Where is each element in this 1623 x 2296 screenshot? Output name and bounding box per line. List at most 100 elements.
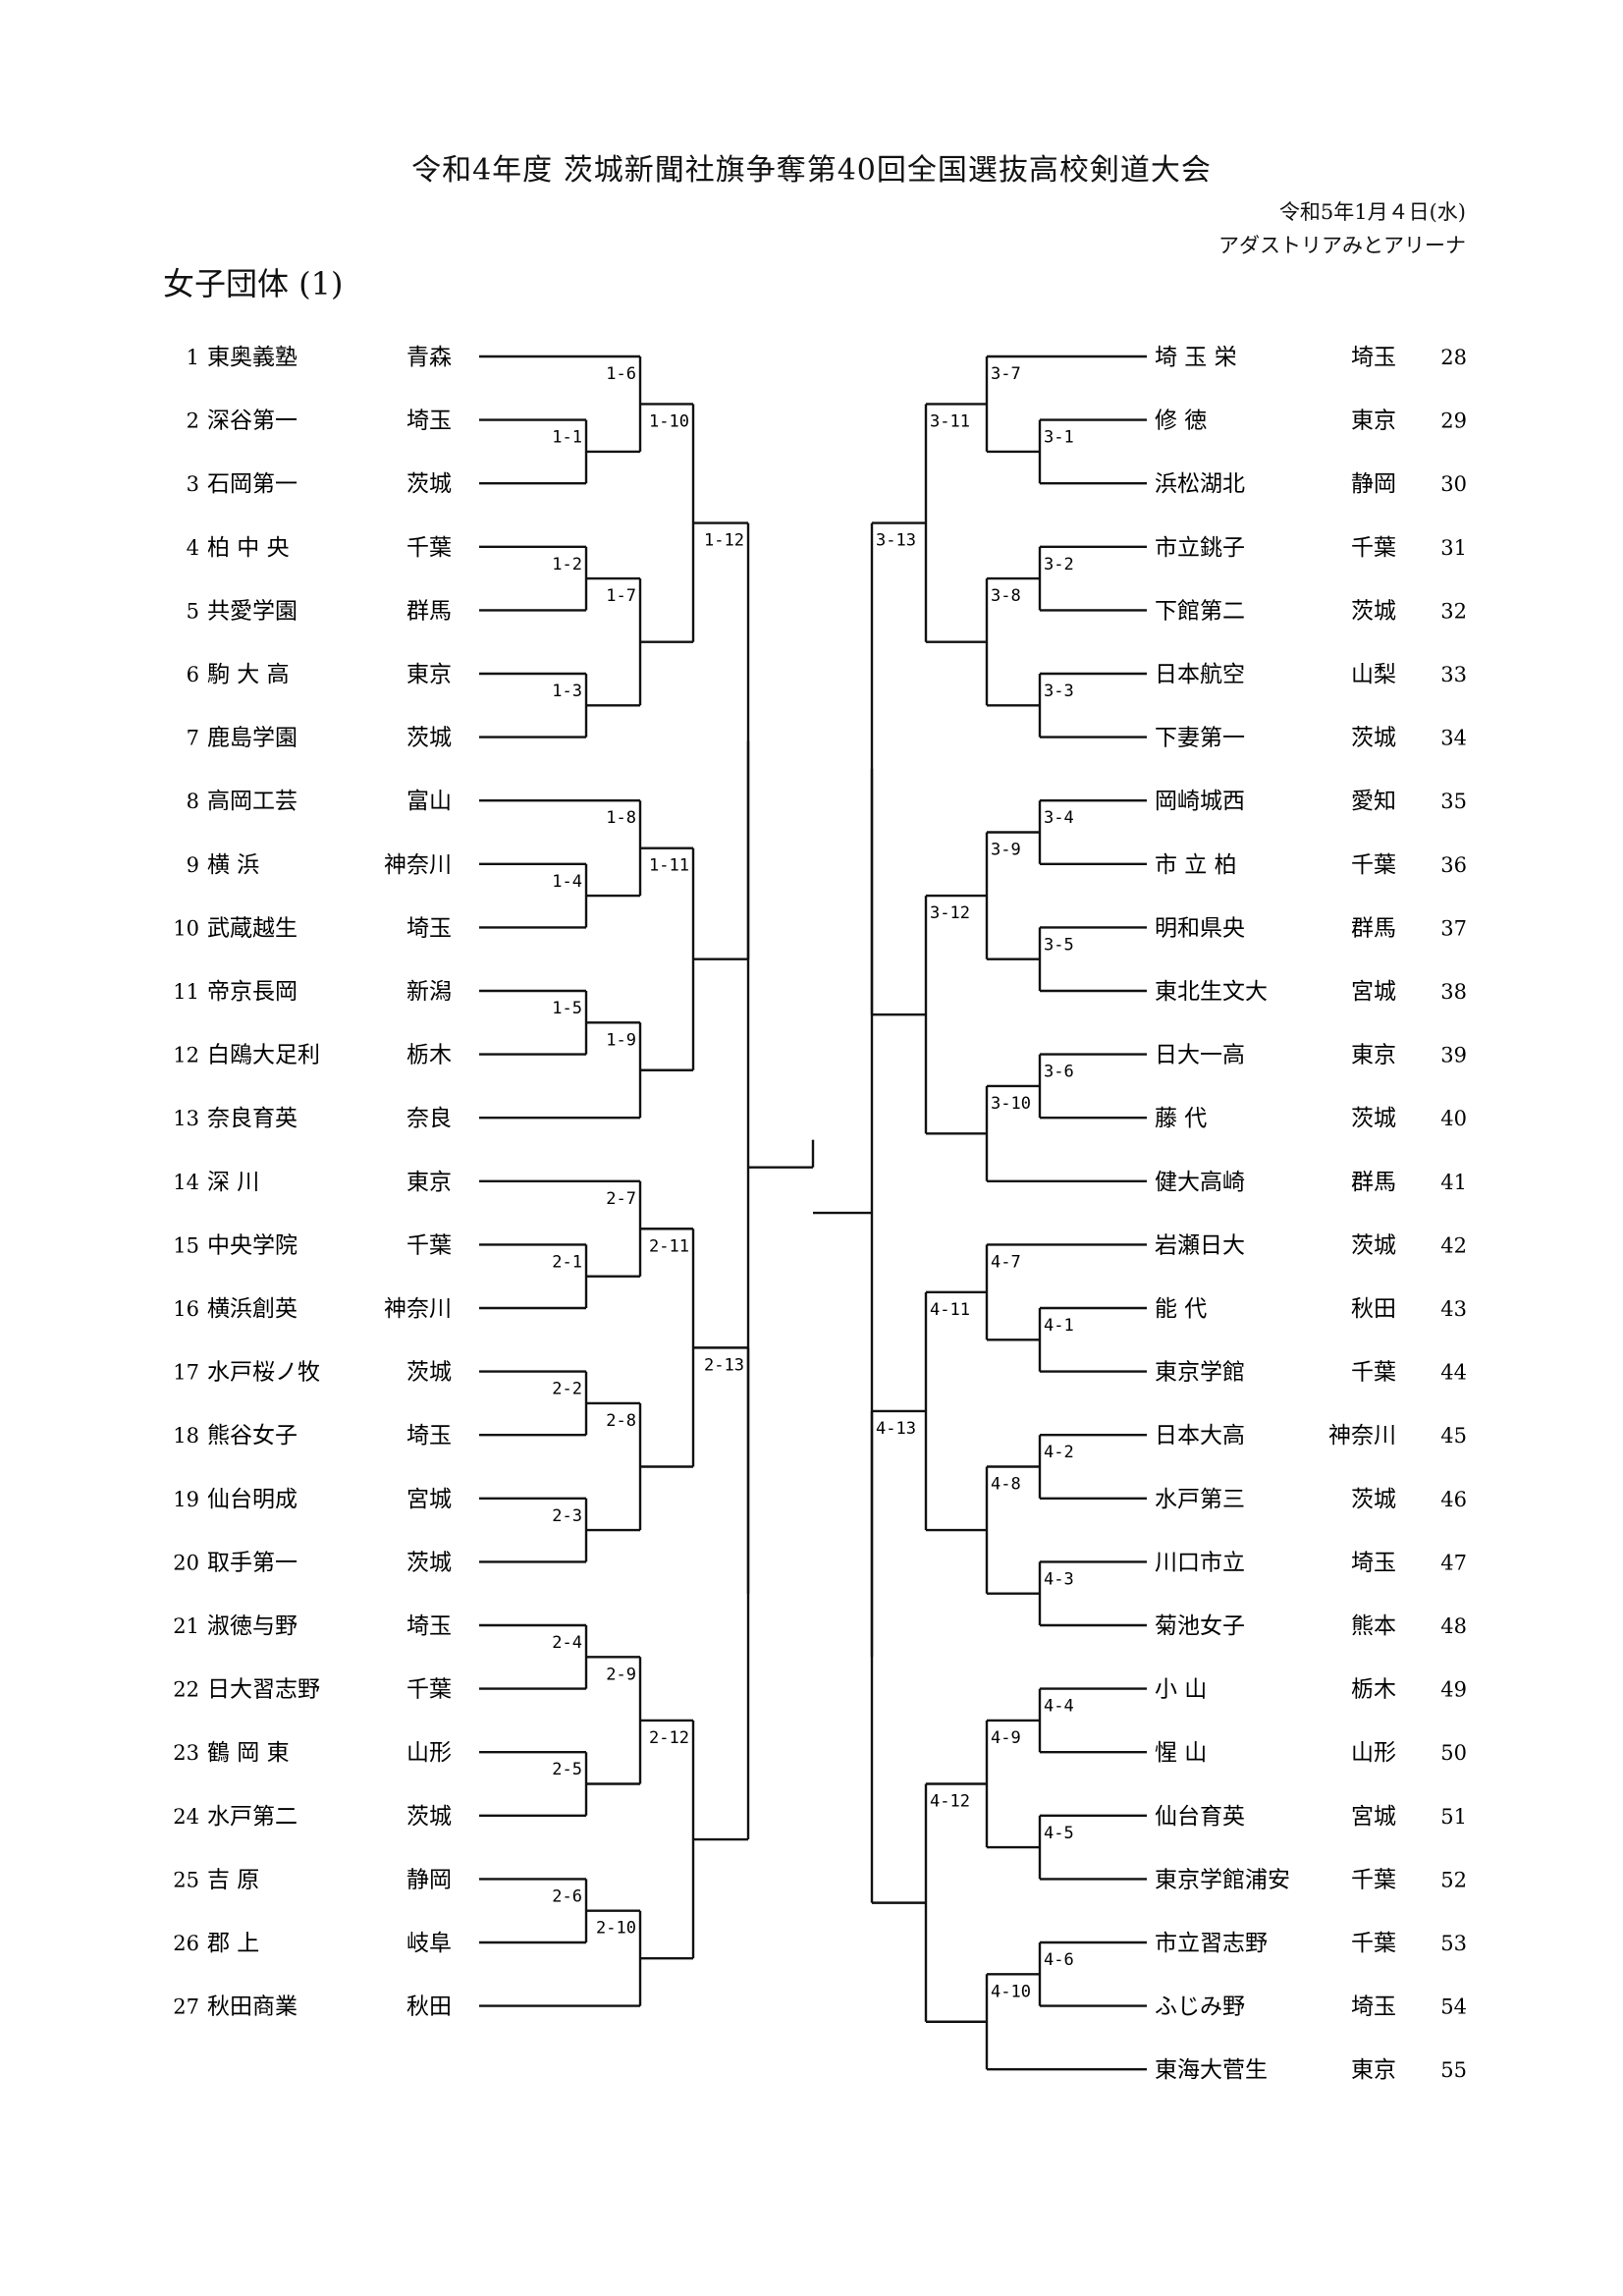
match-label: 2-5 — [552, 1760, 582, 1779]
team-number: 30 — [1440, 472, 1467, 496]
team-prefecture: 茨城 — [406, 1360, 452, 1386]
match-label: 3-4 — [1044, 808, 1074, 828]
match-label: 3-12 — [930, 903, 970, 923]
team-number: 48 — [1440, 1614, 1467, 1638]
team-prefecture: 千葉 — [1351, 1931, 1396, 1956]
team-prefecture: 茨城 — [406, 726, 452, 751]
team-prefecture: 東京 — [1351, 409, 1396, 434]
team-name: 鶴 岡 東 — [207, 1740, 290, 1766]
team-number: 45 — [1440, 1424, 1467, 1448]
team-number: 53 — [1440, 1932, 1467, 1955]
team-prefecture: 山梨 — [1351, 662, 1396, 687]
match-label: 4-13 — [876, 1419, 916, 1439]
team-name: 菊池女子 — [1155, 1613, 1245, 1639]
team-name: 日大習志野 — [207, 1677, 320, 1703]
match-label: 3-11 — [930, 411, 970, 431]
team-number: 49 — [1440, 1678, 1467, 1702]
team-prefecture: 埼玉 — [406, 915, 452, 941]
match-label: 4-2 — [1044, 1443, 1074, 1462]
team-prefecture: 茨城 — [1351, 1487, 1396, 1512]
team-name: 水戸第三 — [1155, 1487, 1245, 1512]
team-name: 駒 大 高 — [207, 662, 290, 687]
team-prefecture: 神奈川 — [1328, 1423, 1396, 1449]
team-name: 健大高崎 — [1155, 1170, 1245, 1195]
match-label: 2-13 — [704, 1355, 744, 1375]
team-number: 24 — [173, 1805, 199, 1829]
match-label: 1-7 — [606, 586, 636, 606]
team-prefecture: 千葉 — [1351, 852, 1396, 878]
team-name: 淑徳与野 — [207, 1613, 298, 1639]
team-prefecture: 熊本 — [1351, 1613, 1396, 1639]
team-name: 仙台明成 — [207, 1487, 298, 1512]
team-prefecture: 茨城 — [406, 1550, 452, 1575]
team-number: 12 — [173, 1044, 199, 1067]
match-label: 4-1 — [1044, 1316, 1074, 1336]
match-label: 1-9 — [606, 1030, 636, 1050]
match-label: 1-1 — [552, 428, 582, 448]
team-prefecture: 千葉 — [406, 535, 452, 561]
match-label: 1-10 — [649, 411, 689, 431]
match-label: 3-13 — [876, 531, 916, 551]
match-label: 3-1 — [1044, 428, 1074, 448]
match-label: 2-3 — [552, 1506, 582, 1526]
team-number: 52 — [1440, 1868, 1467, 1891]
team-name: 石岡第一 — [207, 471, 298, 497]
team-number: 8 — [187, 790, 199, 813]
team-number: 29 — [1440, 410, 1467, 433]
match-label: 2-1 — [552, 1252, 582, 1272]
team-name: 埼 玉 栄 — [1155, 345, 1237, 370]
team-name: 市 立 柏 — [1155, 852, 1237, 878]
team-prefecture: 秋田 — [406, 1995, 452, 2020]
match-label: 2-9 — [606, 1665, 636, 1684]
team-name: 取手第一 — [207, 1550, 298, 1575]
team-number: 35 — [1440, 790, 1467, 813]
team-name: 武蔵越生 — [207, 915, 298, 941]
team-name: ふじみ野 — [1155, 1995, 1245, 2020]
team-name: 東京学館浦安 — [1155, 1867, 1290, 1892]
team-name: 浜松湖北 — [1155, 471, 1245, 497]
team-name: 水戸桜ノ牧 — [207, 1360, 320, 1386]
team-name: 藤 代 — [1155, 1106, 1207, 1131]
team-name: 仙台育英 — [1155, 1804, 1245, 1830]
team-name: 秋田商業 — [207, 1995, 298, 2020]
team-number: 18 — [173, 1424, 199, 1448]
team-name: 郡 上 — [207, 1931, 259, 1956]
team-name: 中央学院 — [207, 1232, 298, 1258]
team-prefecture: 茨城 — [1351, 598, 1396, 624]
team-name: 惺 山 — [1155, 1740, 1207, 1766]
team-number: 54 — [1440, 1995, 1467, 2019]
team-prefecture: 東京 — [406, 662, 452, 687]
team-prefecture: 埼玉 — [406, 1613, 452, 1639]
match-label: 3-5 — [1044, 935, 1074, 955]
team-prefecture: 富山 — [406, 789, 452, 814]
team-name: 高岡工芸 — [207, 789, 298, 814]
team-number: 14 — [173, 1171, 199, 1194]
team-prefecture: 愛知 — [1351, 789, 1396, 814]
team-prefecture: 茨城 — [1351, 1106, 1396, 1131]
team-number: 22 — [173, 1678, 199, 1702]
team-name: 小 山 — [1155, 1677, 1207, 1703]
team-prefecture: 岐阜 — [406, 1931, 452, 1956]
match-label: 4-11 — [930, 1300, 970, 1320]
team-number: 41 — [1440, 1171, 1467, 1194]
team-name: 横 浜 — [207, 852, 259, 878]
match-label: 3-8 — [991, 586, 1021, 606]
match-label: 4-10 — [991, 1982, 1031, 2001]
team-number: 21 — [173, 1614, 199, 1638]
team-name: 横浜創英 — [207, 1296, 298, 1322]
team-prefecture: 茨城 — [406, 471, 452, 497]
match-label: 2-2 — [552, 1380, 582, 1399]
match-label: 3-3 — [1044, 682, 1074, 701]
team-prefecture: 栃木 — [406, 1043, 452, 1068]
team-number: 2 — [187, 410, 199, 433]
team-number: 26 — [173, 1932, 199, 1955]
team-number: 23 — [173, 1741, 199, 1765]
team-prefecture: 宮城 — [406, 1487, 452, 1512]
match-label: 3-7 — [991, 364, 1021, 384]
team-number: 10 — [173, 916, 199, 940]
team-name: 柏 中 央 — [207, 535, 290, 561]
match-label: 4-7 — [991, 1252, 1021, 1272]
team-number: 20 — [173, 1551, 199, 1574]
match-label: 4-12 — [930, 1792, 970, 1812]
team-prefecture: 群馬 — [1351, 1170, 1396, 1195]
